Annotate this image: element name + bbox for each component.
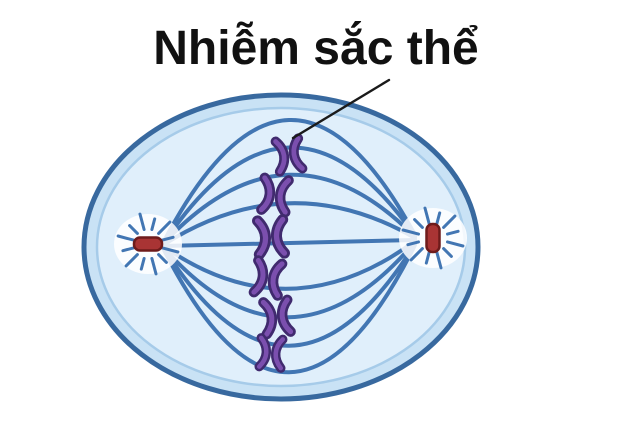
chromatid: [256, 335, 269, 369]
chromatid: [260, 299, 275, 337]
spindle-fiber: [161, 243, 417, 375]
aster-ray: [138, 212, 146, 231]
aster-ray: [139, 257, 146, 271]
spindle-fiber: [161, 118, 417, 245]
aster-ray: [116, 234, 135, 242]
chromosomes-group: [248, 133, 308, 373]
spindle-fiber: [161, 238, 417, 248]
aster-ray: [124, 253, 139, 268]
spindle-fiber: [161, 242, 417, 348]
aster-ray: [161, 246, 180, 254]
aster-ray: [446, 240, 465, 248]
spindle-fiber: [161, 201, 417, 247]
chromatid: [291, 135, 305, 171]
chromatid: [277, 177, 292, 215]
chromosome: [256, 172, 294, 218]
aster-ray: [424, 251, 431, 265]
aster-ray: [423, 206, 431, 225]
chromatid: [254, 218, 269, 258]
aster-ray: [157, 253, 168, 264]
centriole: [425, 222, 441, 254]
chromatid: [273, 337, 286, 371]
aster-ray: [446, 229, 460, 236]
aster-ray: [157, 220, 172, 235]
spindle-fiber: [161, 239, 417, 291]
chromatid: [273, 139, 287, 175]
chromosome-label: Nhiễm sắc thể: [153, 20, 478, 75]
aster-ray: [161, 235, 175, 242]
aster-ray: [442, 247, 453, 258]
spindle-fibers: [161, 118, 417, 375]
spindle-fiber: [161, 240, 417, 320]
chromatid: [273, 216, 288, 256]
aster-ray: [406, 240, 420, 247]
chromosome: [252, 214, 290, 260]
aster-ray: [150, 257, 158, 276]
spindle-fiber: [161, 172, 417, 246]
chromatid: [258, 175, 273, 213]
right-centrosome: [399, 206, 467, 270]
aster-ray: [150, 217, 157, 231]
spindle-fiber: [161, 145, 417, 246]
chromosome: [248, 255, 288, 301]
label-pointer-line: [291, 78, 391, 140]
asters-group: [114, 206, 467, 276]
aster-ray: [128, 224, 139, 235]
aster-ray: [435, 251, 443, 270]
centriole: [132, 236, 164, 252]
chromosome: [258, 294, 296, 340]
aster-ray: [413, 218, 424, 229]
chromatid: [270, 261, 285, 299]
aster-ray: [409, 247, 424, 262]
chromosome: [270, 133, 308, 177]
aster-ray: [442, 214, 457, 229]
aster-ray: [121, 246, 135, 253]
aster-ray: [401, 228, 420, 236]
left-centrosome: [114, 212, 182, 276]
aster-ray: [435, 211, 442, 225]
chromatid: [251, 257, 266, 295]
chromatid: [279, 297, 294, 335]
chromosome: [254, 333, 288, 373]
